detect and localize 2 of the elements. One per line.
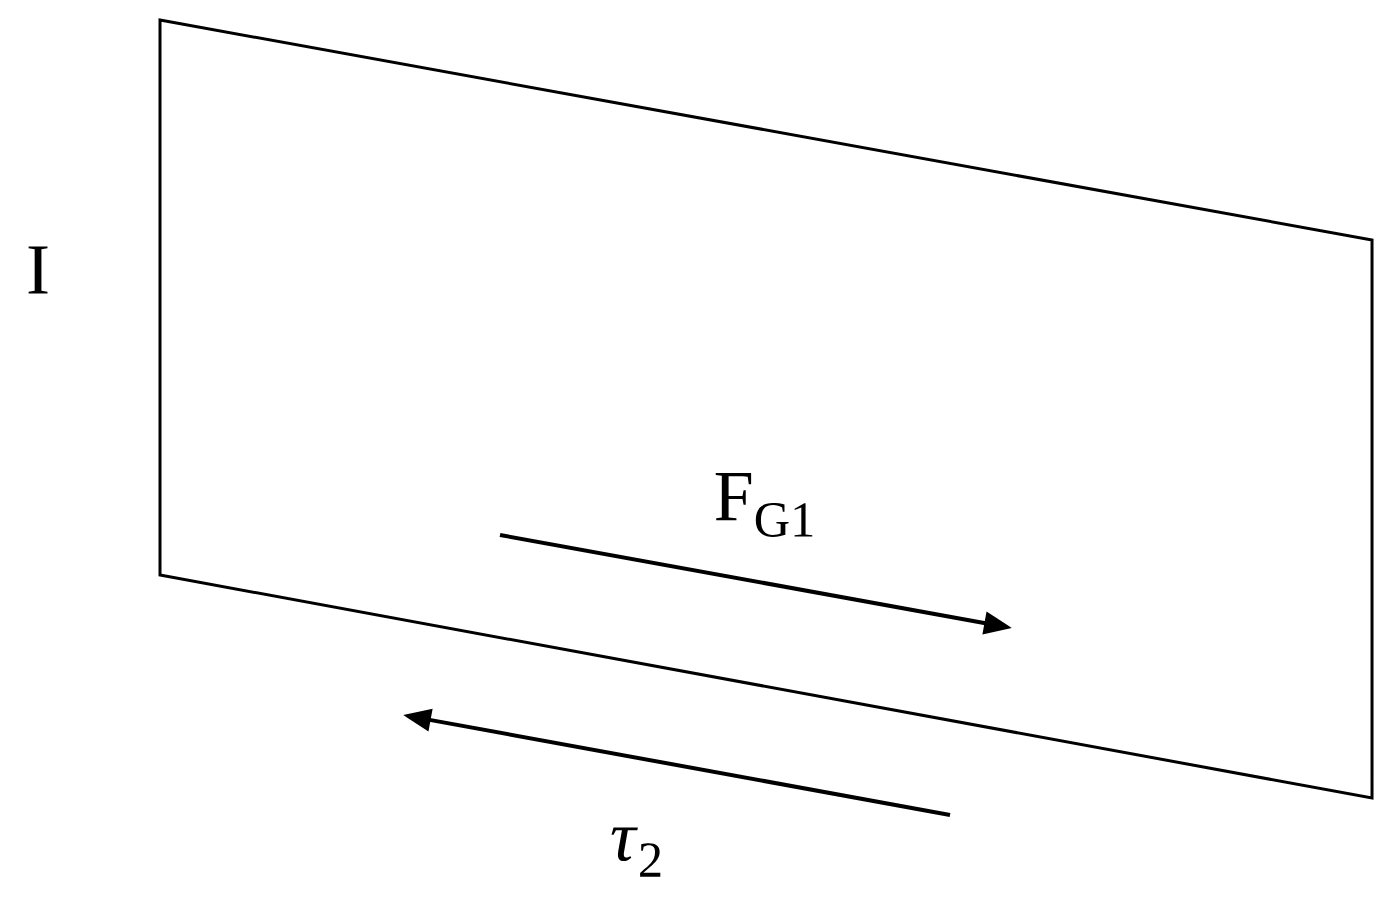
force-label: F$_{G1}$	[715, 473, 813, 537]
node-label: I	[28, 246, 48, 294]
